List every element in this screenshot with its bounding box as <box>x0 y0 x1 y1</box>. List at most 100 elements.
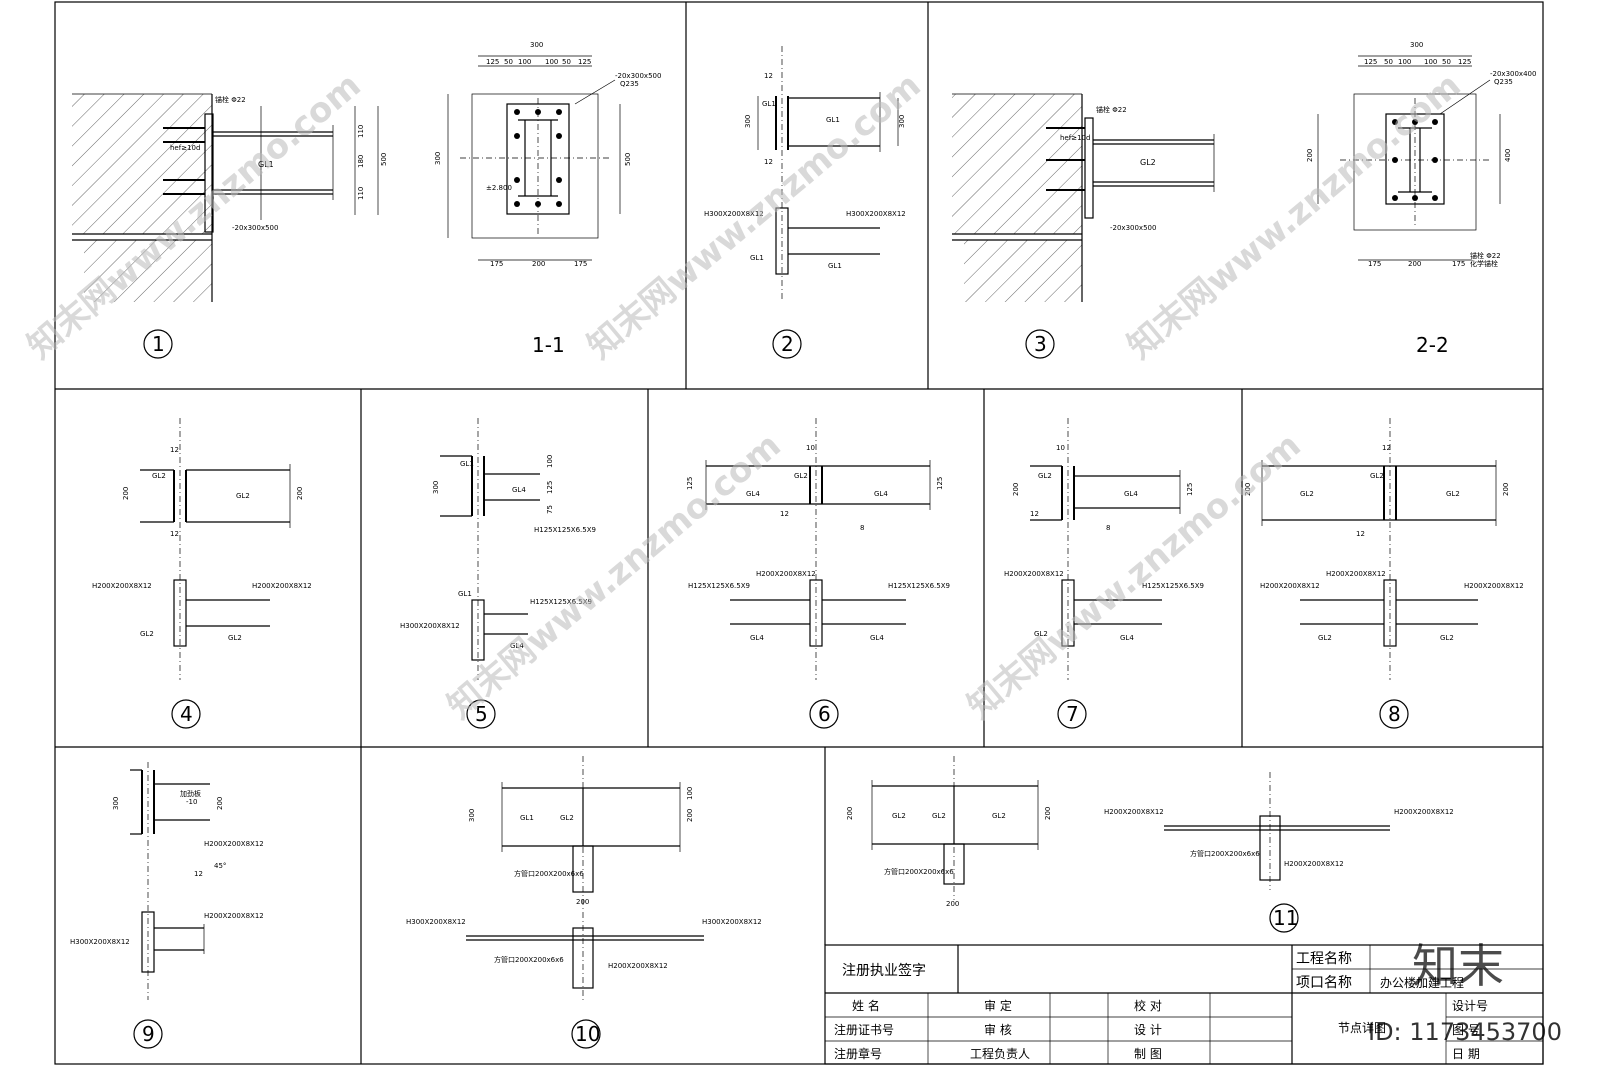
svg-text:GL2: GL2 <box>1370 472 1384 480</box>
svg-text:300: 300 <box>434 152 442 165</box>
section-2-2: 300 125 50 100 100 50 125 -20x300x400 Q2… <box>1306 41 1536 357</box>
svg-text:H300X200X8X12: H300X200X8X12 <box>406 918 466 926</box>
detail-label-7: 7 <box>1066 702 1079 726</box>
svg-text:H200X200X8X12: H200X200X8X12 <box>608 962 668 970</box>
svg-text:H200X200X8X12: H200X200X8X12 <box>1104 808 1164 816</box>
svg-text:设计号: 设计号 <box>1452 999 1488 1013</box>
svg-text:300: 300 <box>898 115 906 128</box>
svg-text:锚栓 Φ22: 锚栓 Φ22 <box>1096 105 1127 114</box>
detail-10: GL1 GL2 300 200 100 方管口200X200x6x6 200 H… <box>406 756 762 1049</box>
svg-text:工程名称: 工程名称 <box>1296 951 1352 967</box>
watermarks: 知末 ID: 1173453700 知末网www.znzmo.com 知末网ww… <box>20 65 1562 1046</box>
svg-text:审 定: 审 定 <box>984 998 1012 1013</box>
svg-text:H200X200X8X12: H200X200X8X12 <box>92 582 152 590</box>
svg-text:方管口200X200x6x6: 方管口200X200x6x6 <box>494 955 564 964</box>
svg-text:50: 50 <box>1442 58 1451 66</box>
svg-text:GL4: GL4 <box>1120 634 1134 642</box>
svg-text:GL1: GL1 <box>762 100 776 108</box>
svg-text:300: 300 <box>744 115 752 128</box>
detail-label-3: 3 <box>1034 332 1047 356</box>
svg-text:GL4: GL4 <box>870 634 884 642</box>
svg-text:H125X125X6.5X9: H125X125X6.5X9 <box>888 582 950 590</box>
svg-text:GL1: GL1 <box>750 254 764 262</box>
brand-logo: 知末 <box>1412 939 1504 993</box>
svg-text:110: 110 <box>357 187 365 200</box>
svg-text:125: 125 <box>546 481 554 494</box>
svg-text:方管口200X200x6x6: 方管口200X200x6x6 <box>884 867 954 876</box>
svg-text:300: 300 <box>530 41 543 49</box>
svg-text:175: 175 <box>1452 260 1465 268</box>
svg-text:500: 500 <box>624 153 632 166</box>
svg-text:化学锚栓: 化学锚栓 <box>1470 259 1498 268</box>
svg-text:200: 200 <box>1306 149 1314 162</box>
svg-text:GL4: GL4 <box>750 634 764 642</box>
image-id: ID: 1173453700 <box>1368 1018 1562 1046</box>
svg-text:300: 300 <box>112 797 120 810</box>
svg-text:GL4: GL4 <box>510 642 524 650</box>
svg-text:项口名称: 项口名称 <box>1296 975 1352 991</box>
svg-text:日 期: 日 期 <box>1452 1047 1480 1061</box>
svg-text:设 计: 设 计 <box>1134 1023 1162 1037</box>
detail-2: GL1 GL1 12 12 300 300 H300X200X8X12 H300… <box>704 46 906 359</box>
svg-text:100: 100 <box>546 455 554 468</box>
section-label-2-2: 2-2 <box>1416 333 1449 357</box>
svg-text:12: 12 <box>194 870 203 878</box>
svg-text:H200X200X8X12: H200X200X8X12 <box>1394 808 1454 816</box>
svg-text:175: 175 <box>574 260 587 268</box>
svg-text:12: 12 <box>1030 510 1039 518</box>
svg-text:GL2: GL2 <box>794 472 808 480</box>
svg-text:-20x300x400: -20x300x400 <box>1490 70 1536 78</box>
svg-text:GL2: GL2 <box>560 814 574 822</box>
svg-text:200: 200 <box>576 898 589 906</box>
svg-text:GL2: GL2 <box>140 630 154 638</box>
svg-text:125: 125 <box>1458 58 1471 66</box>
svg-text:H125X125X6.5X9: H125X125X6.5X9 <box>688 582 750 590</box>
detail-11: GL2 GL2 GL2 200 200 方管口200X200x6x6 200 H… <box>846 756 1454 933</box>
svg-text:GL4: GL4 <box>1124 490 1138 498</box>
svg-text:12: 12 <box>170 446 179 454</box>
svg-text:12: 12 <box>780 510 789 518</box>
svg-text:H200X200X8X12: H200X200X8X12 <box>1004 570 1064 578</box>
svg-text:200: 200 <box>1502 483 1510 496</box>
svg-text:H200X200X8X12: H200X200X8X12 <box>1464 582 1524 590</box>
svg-text:H300X200X8X12: H300X200X8X12 <box>704 210 764 218</box>
svg-text:方管口200X200x6x6: 方管口200X200x6x6 <box>1190 849 1260 858</box>
svg-text:图 号: 图 号 <box>1452 1023 1480 1037</box>
svg-text:GL2: GL2 <box>1446 490 1460 498</box>
svg-text:H200X200X8X12: H200X200X8X12 <box>204 840 264 848</box>
svg-text:75: 75 <box>546 505 554 514</box>
svg-text:200: 200 <box>946 900 959 908</box>
svg-text:GL2: GL2 <box>1140 158 1156 167</box>
svg-text:200: 200 <box>216 797 224 810</box>
svg-text:hef≥10d: hef≥10d <box>1060 134 1090 142</box>
svg-text:hef≥10d: hef≥10d <box>170 144 200 152</box>
svg-text:办公楼加建工程: 办公楼加建工程 <box>1380 975 1464 990</box>
svg-text:200: 200 <box>846 807 854 820</box>
svg-text:200: 200 <box>686 809 694 822</box>
svg-text:GL4: GL4 <box>512 486 526 494</box>
svg-text:制 图: 制 图 <box>1134 1047 1162 1061</box>
svg-text:GL2: GL2 <box>1440 634 1454 642</box>
svg-text:GL2: GL2 <box>1038 472 1052 480</box>
svg-text:H125X125X6.5X9: H125X125X6.5X9 <box>530 598 592 606</box>
svg-text:注册章号: 注册章号 <box>834 1046 882 1061</box>
svg-text:200: 200 <box>1012 483 1020 496</box>
svg-text:125: 125 <box>936 477 944 490</box>
svg-text:180: 180 <box>357 155 365 168</box>
svg-text:12: 12 <box>764 158 773 166</box>
detail-3-wall-connection: GL2 hef≥10d 锚栓 Φ22 -20x300x500 3 <box>952 93 1215 359</box>
svg-text:GL2: GL2 <box>992 812 1006 820</box>
svg-text:50: 50 <box>1384 58 1393 66</box>
svg-text:知末网www.znzmo.com: 知末网www.znzmo.com <box>440 425 789 727</box>
section-1-1: 300 125 50 100 100 50 125 -20x300x500 Q2… <box>434 41 661 357</box>
svg-text:H300X200X8X12: H300X200X8X12 <box>70 938 130 946</box>
svg-text:节点详图: 节点详图 <box>1338 1020 1386 1035</box>
detail-7: GL2 GL4 10 12 8 200 125 H200X200X8X12 H1… <box>1004 418 1204 729</box>
svg-text:GL2: GL2 <box>932 812 946 820</box>
detail-4: GL2 GL2 12 12 200 200 H200X200X8X12 H200… <box>92 418 312 729</box>
svg-text:GL1: GL1 <box>458 590 472 598</box>
svg-text:8: 8 <box>1106 524 1110 532</box>
detail-label-9: 9 <box>142 1022 155 1046</box>
svg-text:500: 500 <box>380 153 388 166</box>
detail-label-2: 2 <box>781 332 794 356</box>
